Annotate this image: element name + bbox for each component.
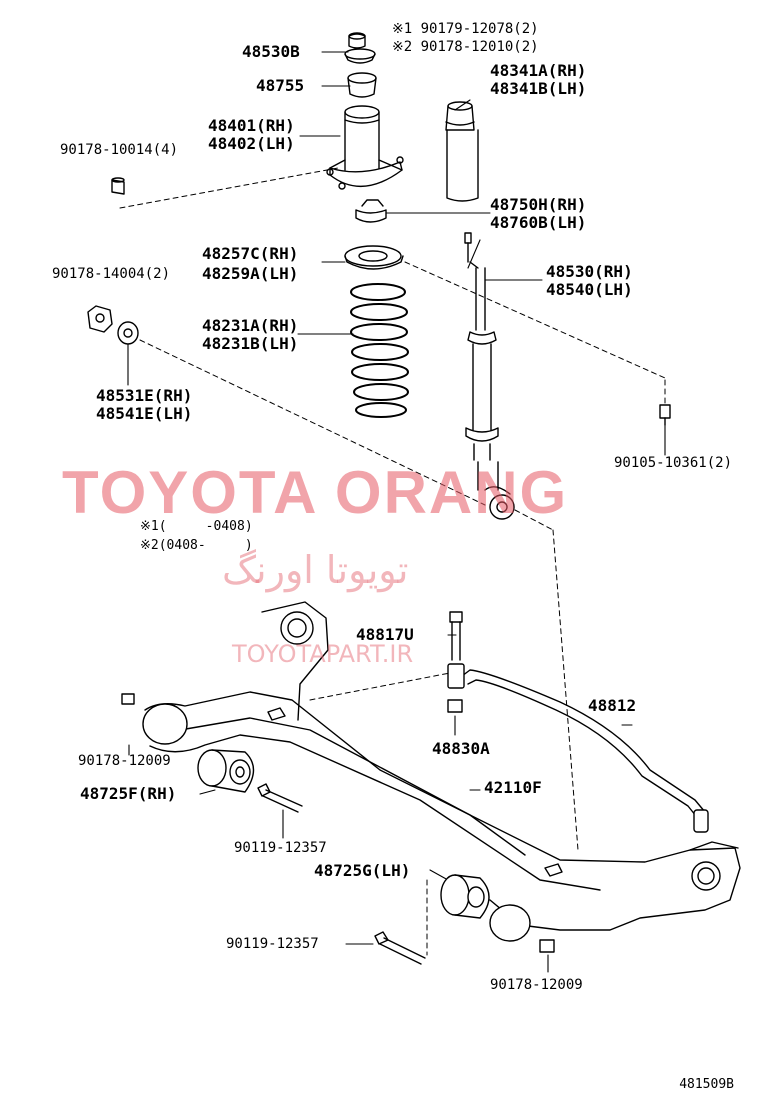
label-90178-12009-a: 90178-12009 <box>78 753 171 769</box>
nut-90178-14004 <box>87 305 113 333</box>
label-90119-12357-a: 90119-12357 <box>234 840 327 856</box>
watermark-main: TOYOTA ORANG <box>62 459 569 526</box>
label-90178-14004: 90178-14004(2) <box>52 266 171 282</box>
nut-90178-10014 <box>111 177 125 195</box>
label-90179-12078: ※1 90179-12078(2) <box>392 21 539 37</box>
bolt-48817u <box>447 611 465 689</box>
label-48540: 48540(LH) <box>546 280 633 299</box>
label-48531e: 48531E(RH) <box>96 386 193 405</box>
shock-absorber-48530 <box>464 232 515 520</box>
bumper-48341a <box>445 101 479 202</box>
label-48760b: 48760B(LH) <box>490 213 587 232</box>
axle-beam-42110f <box>142 601 741 942</box>
label-90178-12009-b: 90178-12009 <box>490 977 583 993</box>
bolt-90105-10361 <box>659 404 671 426</box>
label-48830a: 48830A <box>432 739 490 758</box>
washer-48530b <box>344 48 376 64</box>
bolt-90119-lower <box>374 931 426 965</box>
label-48530: 48530(RH) <box>546 262 633 281</box>
label-48257c: 48257C(RH) <box>202 244 299 263</box>
dashed-leaders <box>119 167 666 956</box>
label-90178-10014: 90178-10014(4) <box>60 142 179 158</box>
label-90119-12357-b: 90119-12357 <box>226 936 319 952</box>
coil-spring-48231a <box>350 283 409 418</box>
bushing-48725f <box>197 749 255 793</box>
label-48817u: 48817U <box>356 625 414 644</box>
label-48725f: 48725F(RH) <box>80 784 177 803</box>
label-48530b: 48530B <box>242 42 300 61</box>
label-48231a: 48231A(RH) <box>202 316 299 335</box>
bolt-90119-upper <box>257 783 303 813</box>
label-48812: 48812 <box>588 696 637 715</box>
cushion-48755 <box>347 72 377 98</box>
label-48401: 48401(RH) <box>208 116 295 135</box>
seat-48750h <box>355 199 387 223</box>
diagram-code: 481509B <box>679 1077 734 1092</box>
label-48755: 48755 <box>256 76 305 95</box>
note-1: ※1( -0408) <box>140 519 253 534</box>
label-48402: 48402(LH) <box>208 134 295 153</box>
nut-90178-12009-left <box>121 693 135 705</box>
nut-48830a <box>447 699 463 713</box>
label-48231b: 48231B(LH) <box>202 334 299 353</box>
watermark-persian: تویوتا اورنگ <box>222 548 409 592</box>
label-48341a: 48341A(RH) <box>490 61 587 80</box>
label-90105-10361: 90105-10361(2) <box>614 455 733 471</box>
stabilizer-bar-48812 <box>461 669 709 833</box>
label-48259a: 48259A(LH) <box>202 264 299 283</box>
label-48750h: 48750H(RH) <box>490 195 587 214</box>
label-90178-12010: ※2 90178-12010(2) <box>392 39 539 55</box>
label-48341b: 48341B(LH) <box>490 79 587 98</box>
bushing-48531e <box>117 321 139 345</box>
insulator-48257c <box>344 245 404 270</box>
bushing-48725g <box>440 874 490 919</box>
watermark-site: TOYOTAPART.IR <box>232 640 414 668</box>
top-nut <box>348 32 366 49</box>
nut-90178-12009-right <box>539 939 555 953</box>
label-48725g: 48725G(LH) <box>314 861 411 880</box>
label-42110f: 42110F <box>484 778 542 797</box>
note-2: ※2(0408- ) <box>140 538 253 553</box>
support-48401 <box>326 105 404 190</box>
label-48541e: 48541E(LH) <box>96 404 193 423</box>
